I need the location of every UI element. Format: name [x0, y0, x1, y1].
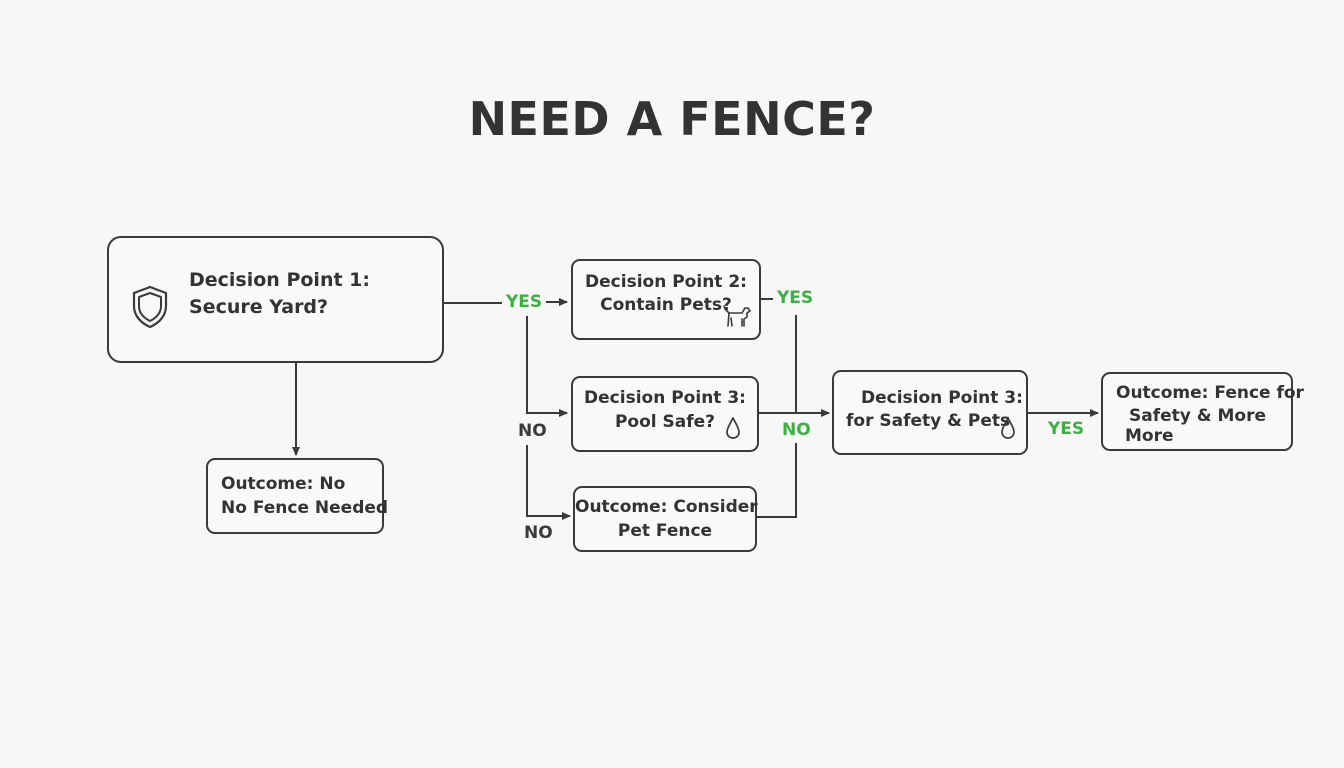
diagram-title: NEED A FENCE?: [468, 92, 876, 146]
edge-label-dp1-yes: YES: [506, 292, 543, 312]
water-drop-icon: [999, 416, 1017, 447]
out-final-line3: More: [1125, 426, 1174, 446]
decision-point-3-pool: Decision Point 3: Pool Safe?: [571, 376, 759, 452]
decision-point-2: Decision Point 2: Contain Pets?: [571, 259, 761, 340]
outcome-no-fence: Outcome: No No Fence Needed: [206, 458, 388, 534]
dog-icon: [722, 303, 752, 336]
dp2-line2: Contain Pets?: [600, 295, 732, 315]
dp3a-line1: Decision Point 3:: [584, 388, 746, 408]
dp1-line2: Secure Yard?: [189, 296, 329, 318]
edge-label-merge-no: NO: [782, 420, 811, 440]
edge-label-dp2-yes: YES: [777, 288, 814, 308]
shield-icon: [130, 284, 170, 338]
out-pet-line2: Pet Fence: [617, 521, 713, 541]
edge-branch-vertical-top: [526, 316, 568, 417]
dp3b-line1: Decision Point 3:: [861, 388, 1023, 408]
outcome-fence-safety: Outcome: Fence for Safety & More More: [1101, 372, 1304, 451]
out-pet-line1: Outcome: Consider: [575, 497, 758, 517]
dp3a-line2: Pool Safe?: [614, 412, 716, 432]
edge-branch-to-pet-fence: [526, 445, 571, 520]
out-final-line2: Safety & More: [1129, 406, 1267, 426]
dp3b-line2: for Safety & Pets: [846, 411, 1011, 431]
out-final-line1: Outcome: Fence for: [1116, 383, 1304, 403]
dp1-line1: Decision Point 1:: [189, 269, 370, 291]
out-no-line1: Outcome: No: [221, 474, 346, 494]
edge-label-dp3b-yes: YES: [1048, 419, 1085, 439]
decision-point-1: Decision Point 1: Secure Yard?: [107, 236, 444, 363]
out-no-line2: No Fence Needed: [221, 498, 389, 518]
edge-label-dp3a-no: NO: [518, 421, 547, 441]
water-drop-icon: [724, 416, 742, 447]
edge-label-pet-no: NO: [524, 523, 553, 543]
dp2-line1: Decision Point 2:: [585, 272, 747, 292]
decision-point-3-safety-pets: Decision Point 3: for Safety & Pets: [832, 370, 1028, 455]
outcome-consider-pet-fence: Outcome: Consider Pet Fence: [573, 486, 758, 552]
edge-pet-fence-merge: [757, 443, 797, 518]
